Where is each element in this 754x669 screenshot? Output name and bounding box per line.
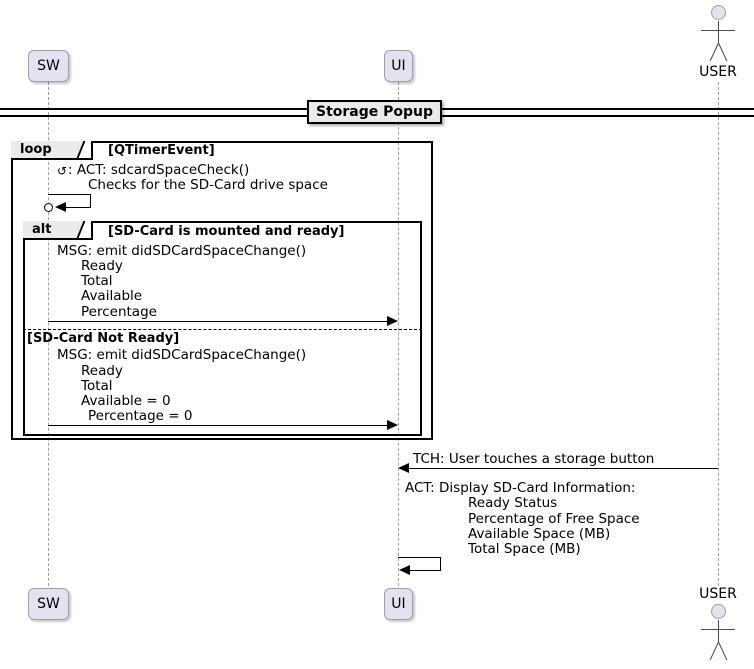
divider-storage-popup-label: Storage Popup [315, 104, 434, 120]
lifeline-user [718, 82, 719, 586]
display-action-line4: Available Space (MB) [468, 526, 611, 542]
participant-ui-top[interactable]: UI [384, 50, 413, 82]
self-message-line1: : ACT: sdcardSpaceCheck() [68, 162, 250, 178]
actor-user-top-leg-left [709, 42, 719, 62]
actor-user-bottom-leg-right [718, 641, 728, 661]
fragment-loop-guard: [QTimerEvent] [108, 143, 215, 158]
display-action-line2: Ready Status [468, 495, 558, 511]
actor-user-bottom-label: USER [699, 586, 737, 602]
alt-first-message-arrow-line [48, 321, 390, 322]
self-message-found-circle [44, 203, 53, 212]
touch-message-label: TCH: User touches a storage button [413, 451, 655, 467]
display-action-line1: ACT: Display SD-Card Information: [405, 480, 636, 496]
lifeline-ui [398, 82, 399, 586]
alt-else-message-arrow-line [48, 425, 390, 426]
divider-line-left-upper [0, 108, 310, 110]
ui-self-message-bottom-segment [408, 570, 441, 571]
actor-user-top-label: USER [699, 64, 737, 80]
self-message-top-segment [48, 194, 91, 195]
alt-else-message-line1: MSG: emit didSDCardSpaceChange() [57, 347, 307, 363]
participant-sw-top[interactable]: SW [28, 50, 69, 82]
divider-storage-popup: Storage Popup [307, 100, 442, 124]
self-message-right-segment [90, 194, 91, 207]
alt-else-message-line4: Available = 0 [81, 393, 171, 409]
fragment-alt-guard-first: [SD-Card is mounted and ready] [108, 224, 345, 239]
touch-message-arrow-line [407, 468, 718, 469]
ui-self-message-arrowhead [399, 565, 410, 575]
alt-first-message-line3: Total [81, 273, 113, 289]
participant-ui-bottom-label: UI [391, 596, 406, 612]
participant-ui-bottom[interactable]: UI [384, 588, 413, 620]
divider-line-right-lower [440, 115, 754, 117]
alt-else-message-line2: Ready [81, 363, 123, 379]
participant-sw-bottom-label: SW [37, 596, 60, 612]
fragment-loop [11, 141, 433, 440]
actor-user-top-body [718, 21, 719, 43]
alt-first-message-arrowhead [387, 316, 398, 326]
display-action-line5: Total Space (MB) [468, 541, 581, 557]
alt-else-message-line5: Percentage = 0 [88, 408, 193, 424]
display-action-line3: Percentage of Free Space [468, 511, 640, 527]
fragment-alt-tab: alt [23, 221, 93, 240]
alt-first-message-line1: MSG: emit didSDCardSpaceChange() [57, 243, 307, 259]
self-message-arrowhead [55, 202, 66, 212]
ui-self-message-top-segment [398, 557, 441, 558]
divider-line-left-lower [0, 115, 310, 117]
touch-message-arrowhead [398, 463, 409, 473]
fragment-alt-tab-skew [75, 221, 91, 238]
actor-user-bottom-body [718, 620, 719, 642]
lifeline-sw [48, 82, 49, 586]
fragment-alt-guard-else: [SD-Card Not Ready] [27, 331, 180, 346]
alt-first-message-line5: Percentage [81, 304, 157, 320]
fragment-alt-tab-label: alt [32, 222, 52, 237]
self-message-line2: Checks for the SD-Card drive space [88, 177, 328, 193]
participant-sw-top-label: SW [37, 58, 60, 74]
participant-ui-top-label: UI [391, 58, 406, 74]
alt-else-message-line3: Total [81, 378, 113, 394]
fragment-loop-tab-label: loop [20, 142, 52, 157]
alt-else-message-arrowhead [387, 420, 398, 430]
self-message-bottom-segment [58, 207, 91, 208]
divider-line-right-upper [440, 108, 754, 110]
actor-user-bottom-arms [701, 629, 735, 630]
alt-first-message-line4: Available [81, 288, 143, 304]
actor-user-top-arms [701, 30, 735, 31]
alt-first-message-line2: Ready [81, 258, 123, 274]
actor-user-top-head [711, 5, 726, 20]
actor-user-bottom-head [711, 604, 726, 619]
actor-user-top-leg-right [718, 42, 728, 62]
fragment-loop-tab: loop [11, 141, 93, 160]
fragment-loop-tab-skew [75, 141, 91, 158]
fragment-alt-else-divider [23, 329, 422, 330]
ui-self-message-right-segment [440, 557, 441, 570]
actor-user-bottom-leg-left [709, 641, 719, 661]
circular-arrow-icon: ↺ [57, 164, 68, 178]
participant-sw-bottom[interactable]: SW [28, 588, 69, 620]
fragment-alt [23, 221, 422, 436]
